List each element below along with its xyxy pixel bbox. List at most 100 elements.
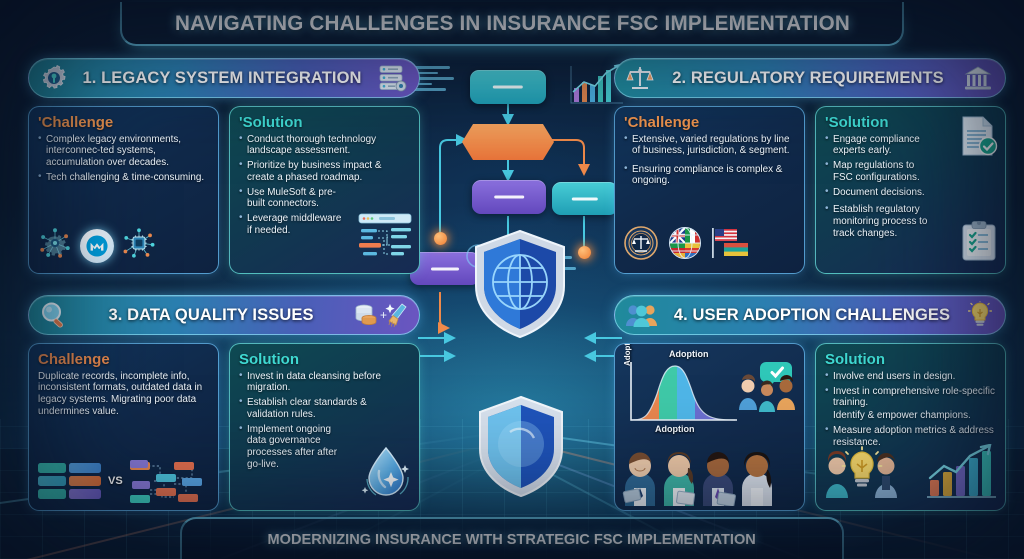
- team-member-3: [703, 452, 736, 506]
- solution-heading-4: Solution: [825, 351, 885, 368]
- list-item: Ensuring compliance is complex & ongoing…: [624, 163, 795, 187]
- integration-flow-icon: [357, 212, 413, 267]
- solution-panel-4: Solution Involve end users in design. In…: [815, 343, 1006, 511]
- legal-seal-icon: [624, 226, 658, 265]
- users-group-icon: [625, 300, 659, 330]
- challenge-icons-2: [624, 226, 752, 265]
- chart-x-axis-label: Adoption: [655, 424, 695, 434]
- flow-dot-left: [434, 232, 447, 245]
- lightbulb-icon: [965, 300, 995, 330]
- quadrant-title-2: 2. REGULATORY REQUIREMENTS: [672, 68, 944, 87]
- solution-bullets-4: Involve end users in design. Invest in c…: [825, 370, 996, 449]
- chart-title: Adoption: [669, 349, 709, 359]
- water-droplet-sparkle-icon: [359, 443, 413, 504]
- users-approved-icon: [736, 358, 798, 421]
- clipboard-checklist-icon: [960, 220, 998, 267]
- quadrant-header-3[interactable]: 3. DATA QUALITY ISSUES +: [28, 295, 420, 335]
- quadrant-body-1: 'Challenge Complex legacy environments, …: [28, 106, 420, 274]
- solution-heading-2: 'Solution: [825, 114, 889, 131]
- quadrant-title-1: 1. LEGACY SYSTEM INTEGRATION: [82, 68, 362, 87]
- list-item: Establish clear standards & validation r…: [239, 396, 410, 420]
- data-comparison-diagram: VS: [38, 460, 204, 503]
- list-item: Use MuleSoft & pre-built connectors.: [239, 186, 345, 210]
- flow-node-left: [410, 252, 480, 285]
- flow-node-decision: [462, 124, 554, 160]
- footer-banner: MODERNIZING INSURANCE WITH STRATEGIC FSC…: [180, 517, 844, 559]
- solution-heading-3: Solution: [239, 351, 299, 368]
- list-item: Map regulations to FSC configurations.: [825, 159, 934, 183]
- network-nodes-icon: [38, 226, 72, 265]
- solution-heading-1: 'Solution: [239, 114, 303, 131]
- server-rack-icon: [375, 63, 409, 93]
- challenge-icons-1: [38, 226, 156, 265]
- list-item: Implement ongoing data governance proces…: [239, 423, 352, 470]
- list-item: Conduct thorough technology landscape as…: [239, 132, 410, 157]
- growth-bar-chart-icon: [926, 443, 998, 505]
- quadrant-body-4: Adoption Adoption: [614, 343, 1006, 511]
- flow-node-top: [470, 70, 546, 104]
- mulesoft-logo-icon: [80, 228, 114, 263]
- mini-growth-chart-icon: [570, 63, 623, 104]
- globe-flags-icon: [668, 226, 702, 265]
- challenge-panel-2: 'Challenge Extensive, varied regulations…: [614, 106, 805, 274]
- list-item: Tech challenging & time-consuming.: [38, 171, 209, 184]
- gear-icon: [39, 63, 69, 93]
- challenge-panel-4: Adoption Adoption: [614, 343, 805, 511]
- shield-globe-icon-lower: [479, 395, 563, 498]
- flow-dot-right: [578, 246, 591, 259]
- solution-panel-3: Solution Invest in data cleansing before…: [229, 343, 420, 511]
- clean-data-blocks-icon: [38, 463, 101, 499]
- challenge-panel-3: Challenge Duplicate records, incomplete …: [28, 343, 219, 511]
- list-item: Measure adoption metrics & address resis…: [825, 424, 996, 448]
- shield-globe-icon-upper: [475, 229, 565, 339]
- center-flow-diagram: [404, 56, 623, 526]
- quadrant-title-4: 4. USER ADOPTION CHALLENGES: [673, 305, 951, 324]
- list-item: Identify & empower champions.: [833, 410, 971, 422]
- team-member-2: [664, 452, 696, 506]
- flags-icon: [712, 226, 752, 265]
- list-item: Prioritize by business impact & create a…: [239, 159, 410, 183]
- quadrant-header-4[interactable]: 4. USER ADOPTION CHALLENGES: [614, 295, 1006, 335]
- list-item: Involve end users in design.: [825, 370, 996, 383]
- list-item: Engage compliance experts early.: [825, 132, 934, 157]
- page-title-banner: NAVIGATING CHALLENGES IN INSURANCE FSC I…: [120, 2, 904, 46]
- list-item: Invest in data cleansing before migratio…: [239, 369, 410, 394]
- vs-label: VS: [108, 475, 123, 487]
- svg-text:+: +: [380, 308, 387, 322]
- quadrant-user-adoption-challenges: 4. USER ADOPTION CHALLENGES Adoption Ado…: [614, 295, 1006, 511]
- business-team-illustration: [621, 444, 776, 506]
- list-item: Complex legacy environments, interconnec…: [38, 133, 209, 169]
- user-lightbulb-icon: [824, 446, 900, 505]
- adoption-curve-chart: Adoption Adoption: [623, 344, 741, 434]
- challenge-panel-1: 'Challenge Complex legacy environments, …: [28, 106, 219, 274]
- solution-bullets-2: Engage compliance experts early. Map reg…: [825, 132, 934, 240]
- quadrant-body-2: 'Challenge Extensive, varied regulations…: [614, 106, 1006, 274]
- challenge-paragraph-3: Duplicate records, incomplete info, inco…: [38, 370, 203, 418]
- microchip-icon: [122, 226, 156, 265]
- challenge-heading-3: Challenge: [38, 351, 110, 368]
- team-member-4: [742, 452, 772, 506]
- magnifying-glass-icon: [39, 300, 69, 330]
- solution-panel-1: 'Solution Conduct thorough technology la…: [229, 106, 420, 274]
- list-item: Extensive, varied regulations by line of…: [624, 132, 795, 157]
- messy-data-network-icon: [129, 460, 204, 503]
- challenge-bullets-2: Extensive, varied regulations by line of…: [624, 132, 795, 187]
- quadrant-header-1[interactable]: 1. LEGACY SYSTEM INTEGRATION: [28, 58, 420, 98]
- flow-node-process: [472, 180, 546, 214]
- quadrant-title-3: 3. DATA QUALITY ISSUES: [108, 305, 314, 324]
- solution-bullets-3: Invest in data cleansing before migratio…: [239, 369, 410, 471]
- solution-bullets-1: Conduct thorough technology landscape as…: [239, 132, 410, 237]
- challenge-heading-1: 'Challenge: [38, 114, 114, 131]
- list-item: Leverage middleware if needed.: [239, 212, 345, 236]
- quadrant-header-2[interactable]: 2. REGULATORY REQUIREMENTS: [614, 58, 1006, 98]
- challenge-heading-2: 'Challenge: [624, 114, 700, 131]
- bank-building-icon: [961, 63, 995, 93]
- page-title: NAVIGATING CHALLENGES IN INSURANCE FSC I…: [174, 10, 850, 35]
- quadrant-regulatory-requirements: 2. REGULATORY REQUIREMENTS 'Challenge Ex…: [614, 58, 1006, 274]
- challenge-bullets-1: Complex legacy environments, interconnec…: [38, 133, 209, 184]
- team-member-1: [622, 452, 655, 506]
- footer-text: MODERNIZING INSURANCE WITH STRATEGIC FSC…: [267, 530, 757, 548]
- quadrant-body-3: Challenge Duplicate records, incomplete …: [28, 343, 420, 511]
- list-item: Invest in comprehensive role-specific tr…: [825, 385, 996, 409]
